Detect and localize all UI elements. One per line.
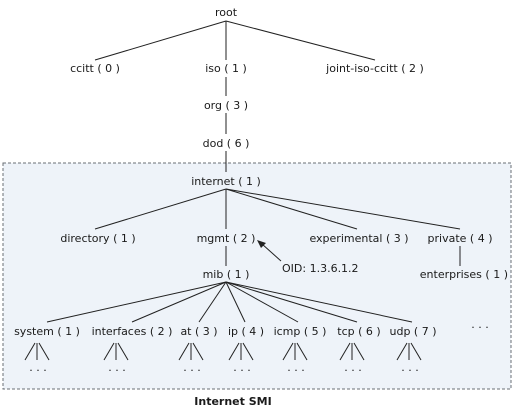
ellipsis-icmp: · · · — [287, 364, 304, 377]
node-internet: internet ( 1 ) — [191, 175, 261, 188]
node-iso: iso ( 1 ) — [205, 62, 247, 75]
oid-arrow-line — [261, 243, 282, 262]
caption-internet-smi: Internet SMI — [194, 395, 271, 408]
edge-root-ccitt — [94, 20, 227, 61]
edges — [46, 20, 461, 323]
node-joint-iso-ccitt: joint-iso-ccitt ( 2 ) — [325, 62, 424, 75]
node-directory: directory ( 1 ) — [60, 232, 135, 245]
node-labels: root ccitt ( 0 ) iso ( 1 ) joint-iso-cci… — [14, 6, 508, 338]
fan-line-ip-3 — [242, 342, 254, 361]
node-mgmt: mgmt ( 2 ) — [197, 232, 256, 245]
fan-line-udp-3 — [410, 342, 422, 361]
fan-line-at-1 — [178, 342, 190, 361]
node-root: root — [215, 6, 238, 19]
fan-line-system-3 — [38, 342, 50, 361]
leaf-ellipses: · · · · · · · · · · · · · · · · · · · · … — [29, 364, 418, 377]
ellipsis-tcp: · · · — [344, 364, 361, 377]
node-system: system ( 1 ) — [14, 325, 80, 338]
edge-mib-ip — [225, 281, 246, 323]
edge-mib-system — [46, 281, 227, 323]
ellipsis-at: · · · — [183, 364, 200, 377]
ellipsis-udp: · · · — [401, 364, 418, 377]
edge-internet-private — [225, 188, 461, 230]
node-enterprises: enterprises ( 1 ) — [420, 268, 508, 281]
fan-line-interfaces-1 — [103, 342, 115, 361]
edge-mib-udp — [225, 281, 413, 323]
ellipsis-system: · · · — [29, 364, 46, 377]
fan-line-icmp-1 — [282, 342, 294, 361]
edge-mib-at — [198, 281, 227, 323]
node-at: at ( 3 ) — [180, 325, 217, 338]
node-dod: dod ( 6 ) — [203, 137, 250, 150]
node-ip: ip ( 4 ) — [228, 325, 264, 338]
node-interfaces: interfaces ( 2 ) — [92, 325, 173, 338]
node-private: private ( 4 ) — [428, 232, 493, 245]
oid-arrowhead — [257, 240, 266, 248]
node-experimental: experimental ( 3 ) — [309, 232, 408, 245]
leaf-fans — [24, 342, 422, 361]
edge-internet-directory — [94, 188, 227, 230]
fan-line-icmp-3 — [296, 342, 308, 361]
edge-mib-tcp — [225, 281, 358, 323]
ellipsis-interfaces: · · · — [108, 364, 125, 377]
node-icmp: icmp ( 5 ) — [274, 325, 327, 338]
node-more: · · · — [471, 321, 488, 334]
node-tcp: tcp ( 6 ) — [337, 325, 380, 338]
node-udp: udp ( 7 ) — [389, 325, 436, 338]
fan-line-udp-1 — [396, 342, 408, 361]
fan-line-tcp-1 — [339, 342, 351, 361]
oid-pointer — [257, 240, 282, 262]
edge-mib-icmp — [225, 281, 299, 323]
fan-line-ip-1 — [228, 342, 240, 361]
oid-label: OID: 1.3.6.1.2 — [282, 262, 359, 275]
fan-line-system-1 — [24, 342, 36, 361]
fan-line-tcp-3 — [353, 342, 365, 361]
node-ccitt: ccitt ( 0 ) — [70, 62, 120, 75]
ellipsis-ip: · · · — [233, 364, 250, 377]
fan-line-at-3 — [192, 342, 204, 361]
node-org: org ( 3 ) — [204, 99, 248, 112]
edge-internet-experimental — [225, 188, 358, 230]
internet-smi-region — [2, 162, 512, 390]
edge-root-joint — [225, 20, 376, 61]
fan-line-interfaces-3 — [117, 342, 129, 361]
edge-mib-interfaces — [131, 281, 227, 323]
node-mib: mib ( 1 ) — [203, 268, 250, 281]
